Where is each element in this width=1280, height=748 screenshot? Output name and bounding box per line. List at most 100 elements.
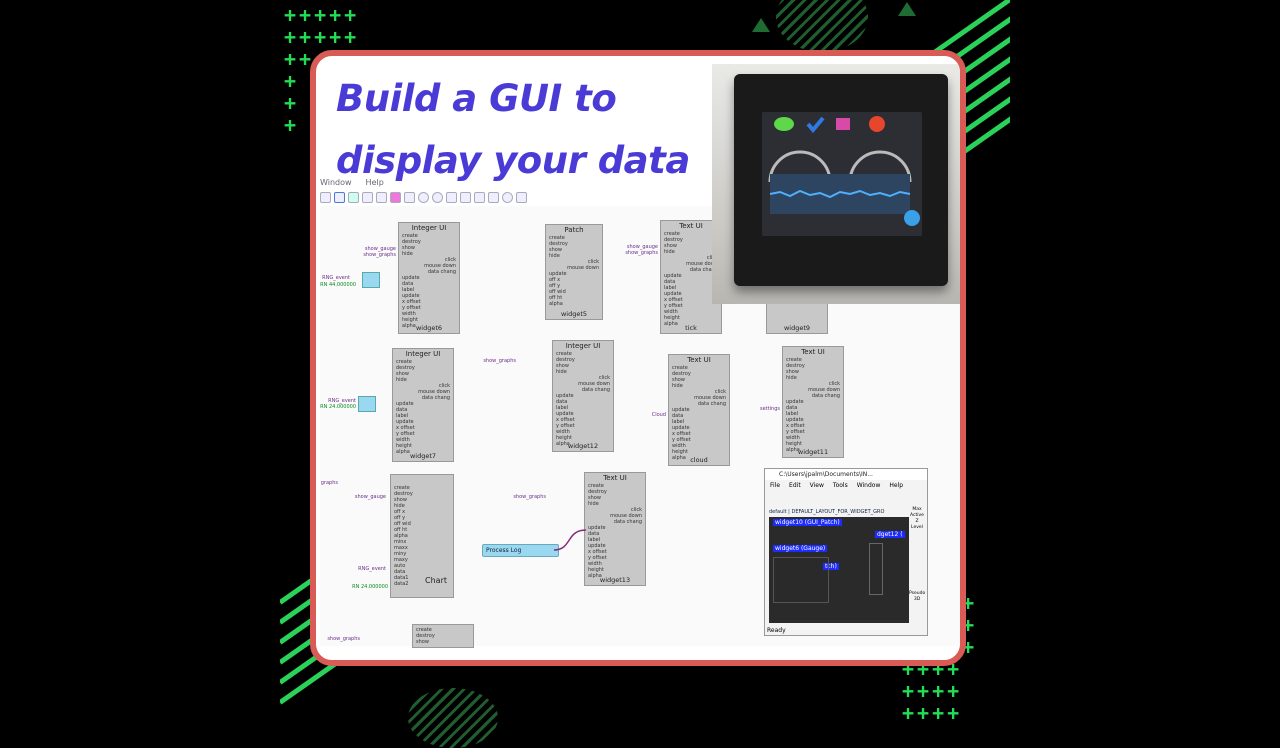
zoom-in-icon[interactable]: [432, 191, 443, 203]
toolbar-forward-icon[interactable]: [376, 191, 387, 203]
toolbar-new-icon[interactable]: [320, 191, 331, 203]
zoom-out-icon[interactable]: [418, 191, 429, 203]
device-photo: [712, 64, 960, 304]
label-show-gauge: show_gauge: [364, 246, 396, 252]
editor-toolbar: [320, 189, 716, 205]
node-title: Text UI: [679, 222, 703, 230]
rng-chip-1[interactable]: [362, 272, 380, 288]
window-menu-file[interactable]: File: [770, 482, 781, 489]
process-log-wire: [554, 529, 586, 551]
label-show-graphs: show_graphs: [363, 252, 396, 258]
paste-icon[interactable]: [474, 191, 485, 203]
toolbar-back-icon[interactable]: [362, 191, 373, 203]
headline: Build a GUI to display your data: [336, 68, 690, 192]
node-footer: widget6: [415, 324, 443, 332]
node-title: Patch: [564, 226, 584, 234]
menu-window[interactable]: Window: [320, 178, 352, 187]
settings-gear-icon[interactable]: [516, 191, 527, 203]
window-menubar: File Edit View Tools Window Help: [765, 480, 927, 491]
delete-icon[interactable]: [488, 191, 499, 203]
device-screen-graphic: [762, 112, 922, 236]
layout-bar: default | DEFAULT_LAYOUT_FOR_WIDGET_GRO: [769, 509, 885, 515]
window-menu-tools[interactable]: Tools: [832, 482, 848, 489]
node-title: Text UI: [603, 474, 627, 482]
node-footer: widget11: [797, 448, 829, 456]
layout-item-widget10[interactable]: widget10 (GUI_Patch): [773, 519, 842, 526]
window-status: Ready: [767, 627, 786, 634]
node-title: Integer UI: [405, 350, 441, 358]
node-title: Text UI: [687, 356, 711, 364]
label-graphs: graphs: [320, 480, 338, 486]
info-icon[interactable]: [502, 191, 513, 203]
node-widget9[interactable]: widget9: [766, 302, 828, 334]
triangle-outline-top-right: [898, 2, 916, 16]
label-rng-event: RNG_event: [322, 275, 350, 281]
hatched-circle-top: [776, 0, 868, 52]
process-log-node[interactable]: Process Log: [482, 544, 559, 557]
cut-icon[interactable]: [446, 191, 457, 203]
label-rng-event-3: RNG_event: [358, 566, 386, 572]
node-footer: widget13: [599, 576, 631, 584]
display-device: [734, 74, 948, 286]
layout-name: DEFAULT_LAYOUT_FOR_WIDGET_GRO: [791, 509, 885, 515]
label-show-graphs-5: show_graphs: [327, 636, 360, 642]
toolbar-select-icon[interactable]: [334, 191, 345, 203]
layout-item-widget12[interactable]: dget12 (: [875, 531, 905, 538]
copy-icon[interactable]: [460, 191, 471, 203]
layout-tab[interactable]: default: [769, 509, 787, 515]
node-title: Text UI: [801, 348, 825, 356]
node-title: Integer UI: [565, 342, 601, 350]
node-footer: cloud: [690, 456, 708, 464]
node-footer: widget12: [567, 442, 599, 450]
label-show-graphs-3: show_graphs: [483, 358, 516, 364]
label-show-graphs-4: show_graphs: [513, 494, 546, 500]
device-screen: [762, 112, 922, 236]
layout-canvas[interactable]: widget10 (GUI_Patch) widget6 (Gauge) dge…: [769, 517, 909, 623]
window-title: C:\Users\jpalm\Documents\IN...: [765, 469, 927, 480]
label-show-gauge-2: show_gauge: [626, 244, 658, 250]
menu-help[interactable]: Help: [365, 178, 384, 187]
layout-item-patch[interactable]: tch): [823, 563, 839, 570]
hatched-circle-bottom: [408, 688, 498, 748]
layout-item-widget6[interactable]: widget6 (Gauge): [773, 545, 828, 552]
label-rn-24: RN 24.000000: [320, 404, 356, 410]
toolbar-up-icon[interactable]: [404, 191, 415, 203]
rng-chip-2[interactable]: [358, 396, 376, 412]
toolbar-group-icon[interactable]: [390, 191, 401, 203]
label-settings: settings: [760, 406, 780, 412]
label-cloud: Cloud: [651, 412, 666, 418]
window-menu-help[interactable]: Help: [889, 482, 904, 489]
label-show-graphs-2: show_graphs: [625, 250, 658, 256]
window-menu-view[interactable]: View: [809, 482, 824, 489]
toolbar-pause-icon[interactable]: [348, 191, 359, 203]
window-menu-edit[interactable]: Edit: [789, 482, 801, 489]
node-footer: widget7: [409, 452, 437, 460]
window-menu-window[interactable]: Window: [856, 482, 881, 489]
label-rn-44: RN 44.000000: [320, 282, 356, 288]
layout-editor-window[interactable]: C:\Users\jpalm\Documents\IN... File Edit…: [764, 468, 928, 636]
content-card: Build a GUI to display your data Window …: [310, 50, 966, 666]
headline-line-1: Build a GUI to: [336, 77, 617, 120]
